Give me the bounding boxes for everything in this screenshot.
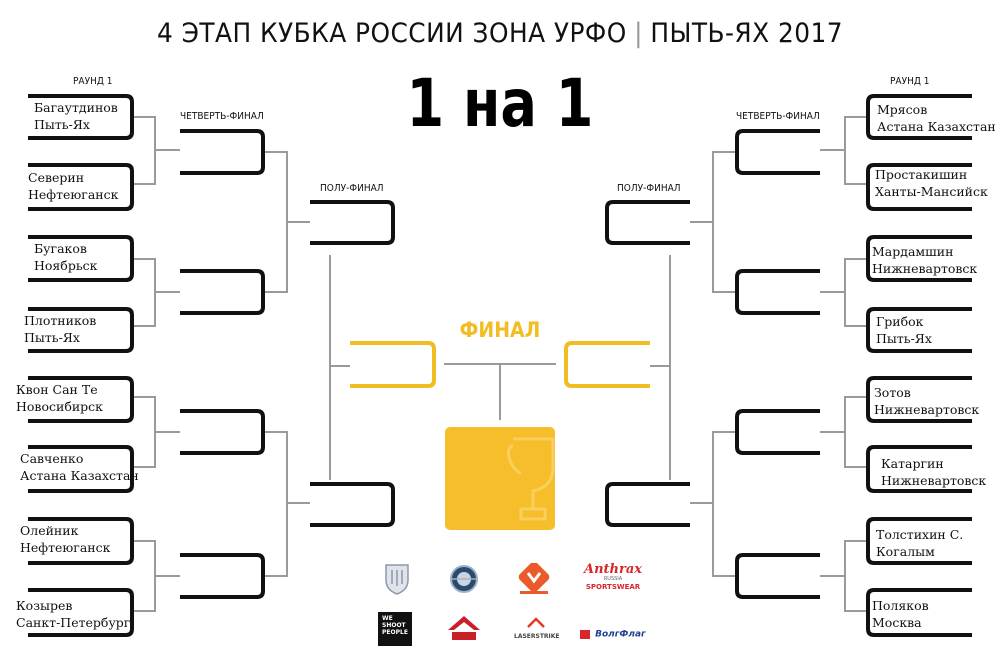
connector-l-qf-2 <box>265 431 288 577</box>
round1-left-label: РАУНД 1 <box>73 76 113 87</box>
slot-l-r1-7 <box>28 517 134 565</box>
sponsor-logo-we-shoot-people: WE SHOOT PEOPLE <box>378 612 412 646</box>
slot-r-qf-4 <box>735 553 820 599</box>
slot-r-r1-8 <box>866 588 972 637</box>
slot-l-r1-6 <box>28 445 134 493</box>
slot-r-r1-7 <box>866 517 972 565</box>
connector-r-r1-1 <box>844 116 866 185</box>
quarter-left-label: ЧЕТВЕРТЬ-ФИНАЛ <box>180 111 264 122</box>
slot-l-qf-4 <box>180 553 265 599</box>
slot-l-r1-5 <box>28 376 134 423</box>
connector-r-qf-1 <box>712 151 735 293</box>
slot-l-r1-2 <box>28 163 134 211</box>
semi-right-label: ПОЛУ-ФИНАЛ <box>617 183 681 194</box>
sponsor-logo-emblem <box>446 564 482 594</box>
slot-r-qf-2 <box>735 269 820 315</box>
connector-l-r1-4 <box>134 540 156 612</box>
sponsor-logo-laserstrike: LASERSTRIKE <box>514 614 560 641</box>
final-label: ФИНАЛ <box>459 318 541 342</box>
connector-l-r1-2 <box>134 258 156 327</box>
slot-r-r1-4 <box>866 307 972 353</box>
slot-r-r1-5 <box>866 376 972 423</box>
slot-r-r1-6 <box>866 445 972 493</box>
title-separator: | <box>634 18 644 49</box>
sponsor-logo-shtorm <box>514 561 554 597</box>
connector-r-qf-2 <box>712 431 735 577</box>
slot-r-r1-2 <box>866 163 972 211</box>
slot-l-r1-4 <box>28 307 134 353</box>
slot-final-right <box>564 341 650 388</box>
connector-r-r1-3 <box>844 396 866 468</box>
sponsor-logo-volgflag: ВолгФлаг <box>580 624 646 643</box>
right-player-7: Толстихин С.Когалым <box>876 527 964 559</box>
connector-r-r1-2 <box>844 258 866 327</box>
title-left: 4 ЭТАП КУБКА РОССИИ ЗОНА УРФО <box>156 18 627 49</box>
quarter-right-label: ЧЕТВЕРТЬ-ФИНАЛ <box>736 111 820 122</box>
slot-l-sf-1 <box>310 200 395 245</box>
slot-final-left <box>350 341 436 388</box>
trophy-box <box>445 427 555 530</box>
slot-r-r1-3 <box>866 235 972 282</box>
slot-l-qf-1 <box>180 129 265 175</box>
slot-l-qf-2 <box>180 269 265 315</box>
event-title: 4 ЭТАП КУБКА РОССИИ ЗОНА УРФО|ПЫТЬ-ЯХ 20… <box>40 18 960 49</box>
slot-r-qf-1 <box>735 129 820 175</box>
slot-l-r1-3 <box>28 235 134 282</box>
connector-l-qf-1 <box>265 151 288 293</box>
sponsor-logo-shield <box>382 562 412 596</box>
sponsor-logo-anthrax: Anthrax RUSSIA SPORTSWEAR <box>584 562 643 591</box>
connector-l-r1-1 <box>134 116 156 185</box>
format-title: 1 на 1 <box>406 65 594 142</box>
slot-l-r1-8 <box>28 588 134 637</box>
round1-right-label: РАУНД 1 <box>890 76 930 87</box>
flag-icon <box>580 630 590 639</box>
connector-r-r1-4 <box>844 540 866 612</box>
title-right: ПЫТЬ-ЯХ 2017 <box>650 18 844 49</box>
trophy-icon <box>506 437 555 521</box>
slot-r-r1-1 <box>866 94 972 140</box>
slot-l-sf-2 <box>310 482 395 527</box>
slot-l-r1-1 <box>28 94 134 140</box>
slot-l-qf-3 <box>180 409 265 455</box>
semi-left-label: ПОЛУ-ФИНАЛ <box>320 183 384 194</box>
sponsor-logo-red-crest <box>446 612 482 644</box>
slot-r-sf-1 <box>605 200 690 245</box>
slot-r-qf-3 <box>735 409 820 455</box>
slot-r-sf-2 <box>605 482 690 527</box>
